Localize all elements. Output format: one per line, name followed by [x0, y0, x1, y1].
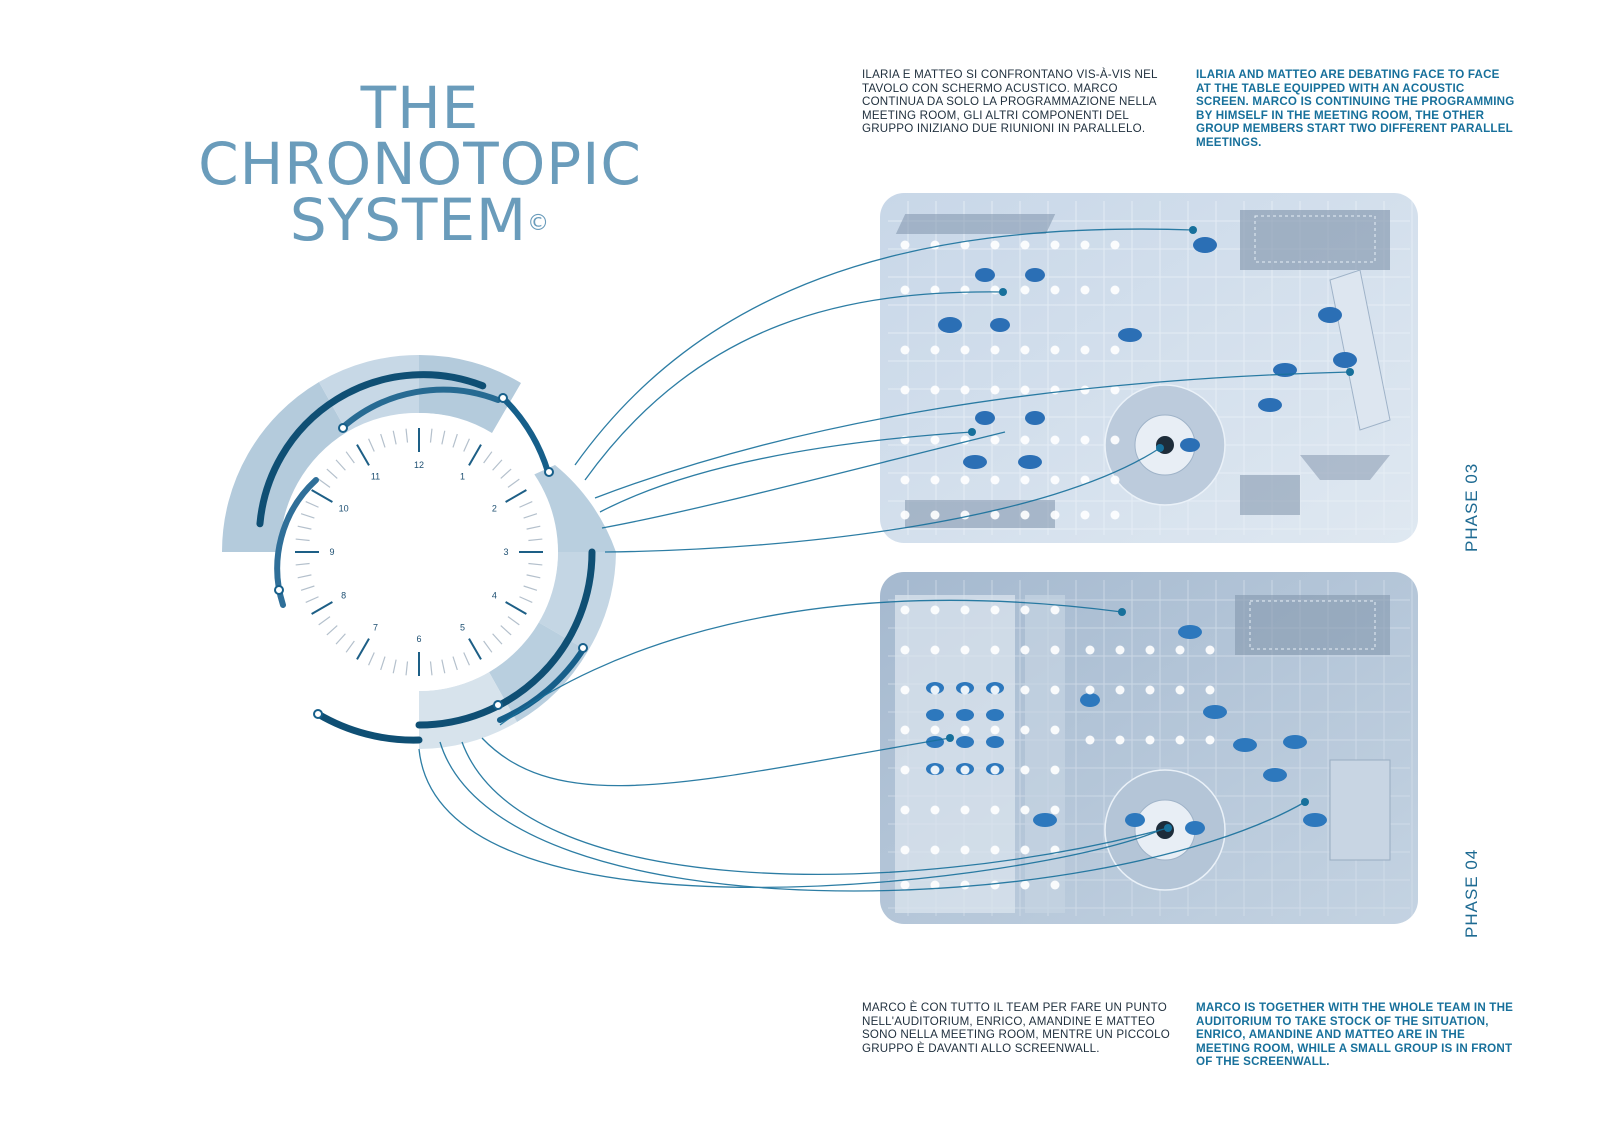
clock-major-tick: [311, 489, 333, 503]
clock-hour-label: 7: [373, 622, 378, 632]
phase03-text-italian: ILARIA E MATTEO SI CONFRONTANO VIS-À-VIS…: [862, 68, 1158, 136]
phase04-floor-plan: [880, 572, 1418, 924]
clock-minor-tick: [392, 659, 397, 674]
clock-minor-tick: [368, 438, 375, 452]
clock-minor-tick: [500, 625, 512, 636]
clock-major-tick: [505, 601, 527, 615]
clock-minor-tick: [318, 616, 331, 626]
phase04-people: [926, 625, 1327, 835]
clock-hour-label: 4: [492, 591, 497, 601]
phase04-text-english: MARCO IS TOGETHER WITH THE WHOLE TEAM IN…: [1196, 1001, 1514, 1069]
clock-minor-tick: [483, 640, 493, 653]
clock-minor-tick: [429, 661, 433, 676]
clock-minor-tick: [507, 616, 520, 626]
title-line-1: THE: [360, 74, 480, 142]
clock-minor-tick: [528, 538, 543, 542]
phase03-text-english: ILARIA AND MATTEO ARE DEBATING FACE TO F…: [1196, 68, 1515, 149]
connector-lines: [418, 228, 1351, 892]
connector-endpoints: [946, 226, 1354, 832]
clock-minor-tick: [335, 459, 346, 471]
clock-major-tick: [505, 489, 527, 503]
clock-minor-tick: [295, 538, 310, 542]
phase03-label: PHASE 03: [1462, 462, 1481, 552]
clock-minor-tick: [380, 433, 386, 448]
clock-minor-tick: [523, 585, 538, 591]
clock-minor-tick: [305, 596, 319, 603]
clock-major-tick: [311, 601, 333, 615]
clock-minor-tick: [452, 656, 458, 671]
clock-hour-label: 2: [492, 504, 497, 514]
clock-minor-tick: [441, 430, 446, 445]
clock-minor-tick: [500, 468, 512, 479]
copyright-mark: ©: [527, 211, 551, 236]
clock-minor-tick: [526, 525, 541, 530]
clock-hour-label: 11: [371, 472, 380, 482]
clock-minor-tick: [368, 652, 375, 666]
clock-minor-tick: [507, 478, 520, 488]
clock-minor-tick: [300, 585, 315, 591]
clock-minor-tick: [519, 501, 533, 508]
page-title: THE CHRONOTOPIC SYSTEM©: [160, 74, 680, 254]
clock-hour-label: 5: [460, 622, 465, 632]
clock-hour-label: 12: [414, 460, 424, 470]
clock-minor-tick: [528, 562, 543, 566]
title-line-2: CHRONOTOPIC: [198, 130, 642, 198]
clock-minor-tick: [492, 459, 503, 471]
clock-major-tick: [356, 638, 370, 660]
clock-minor-tick: [297, 574, 312, 579]
clock-minor-tick: [380, 656, 386, 671]
clock-minor-tick: [345, 640, 355, 653]
clock-minor-tick: [326, 625, 338, 636]
clock-minor-tick: [345, 451, 355, 464]
clock-minor-tick: [429, 428, 433, 443]
clock-minor-tick: [297, 525, 312, 530]
clock-minor-tick: [405, 428, 409, 443]
clock-minor-tick: [463, 652, 470, 666]
clock-major-tick: [356, 444, 370, 466]
clock-hour-label: 3: [503, 547, 508, 557]
clock-minor-tick: [335, 633, 346, 645]
title-line-3: SYSTEM©: [289, 186, 551, 254]
clock-hour-label: 1: [460, 472, 465, 482]
clock-minor-tick: [441, 659, 446, 674]
clock-minor-tick: [405, 661, 409, 676]
clock-minor-tick: [492, 633, 503, 645]
clock-hour-label: 9: [329, 547, 334, 557]
clock-hour-label: 6: [416, 634, 421, 644]
clock-minor-tick: [452, 433, 458, 448]
clock-minor-tick: [483, 451, 493, 464]
clock-minor-tick: [519, 596, 533, 603]
phase04-text-italian: MARCO È CON TUTTO IL TEAM PER FARE UN PU…: [862, 1001, 1170, 1055]
clock-minor-tick: [526, 574, 541, 579]
phase03-floor-plan: [880, 193, 1418, 543]
clock-hour-label: 8: [341, 591, 346, 601]
clock-minor-tick: [523, 513, 538, 519]
clock-minor-tick: [295, 562, 310, 566]
phase04-label: PHASE 04: [1462, 848, 1481, 938]
clock-minor-tick: [326, 468, 338, 479]
clock-minor-tick: [300, 513, 315, 519]
clock-minor-tick: [305, 501, 319, 508]
clock-major-tick: [468, 638, 482, 660]
clock-hour-label: 10: [339, 504, 349, 514]
clock-minor-tick: [392, 430, 397, 445]
clock-major-tick: [468, 444, 482, 466]
clock-minor-tick: [463, 438, 470, 452]
clock-minor-tick: [318, 478, 331, 488]
